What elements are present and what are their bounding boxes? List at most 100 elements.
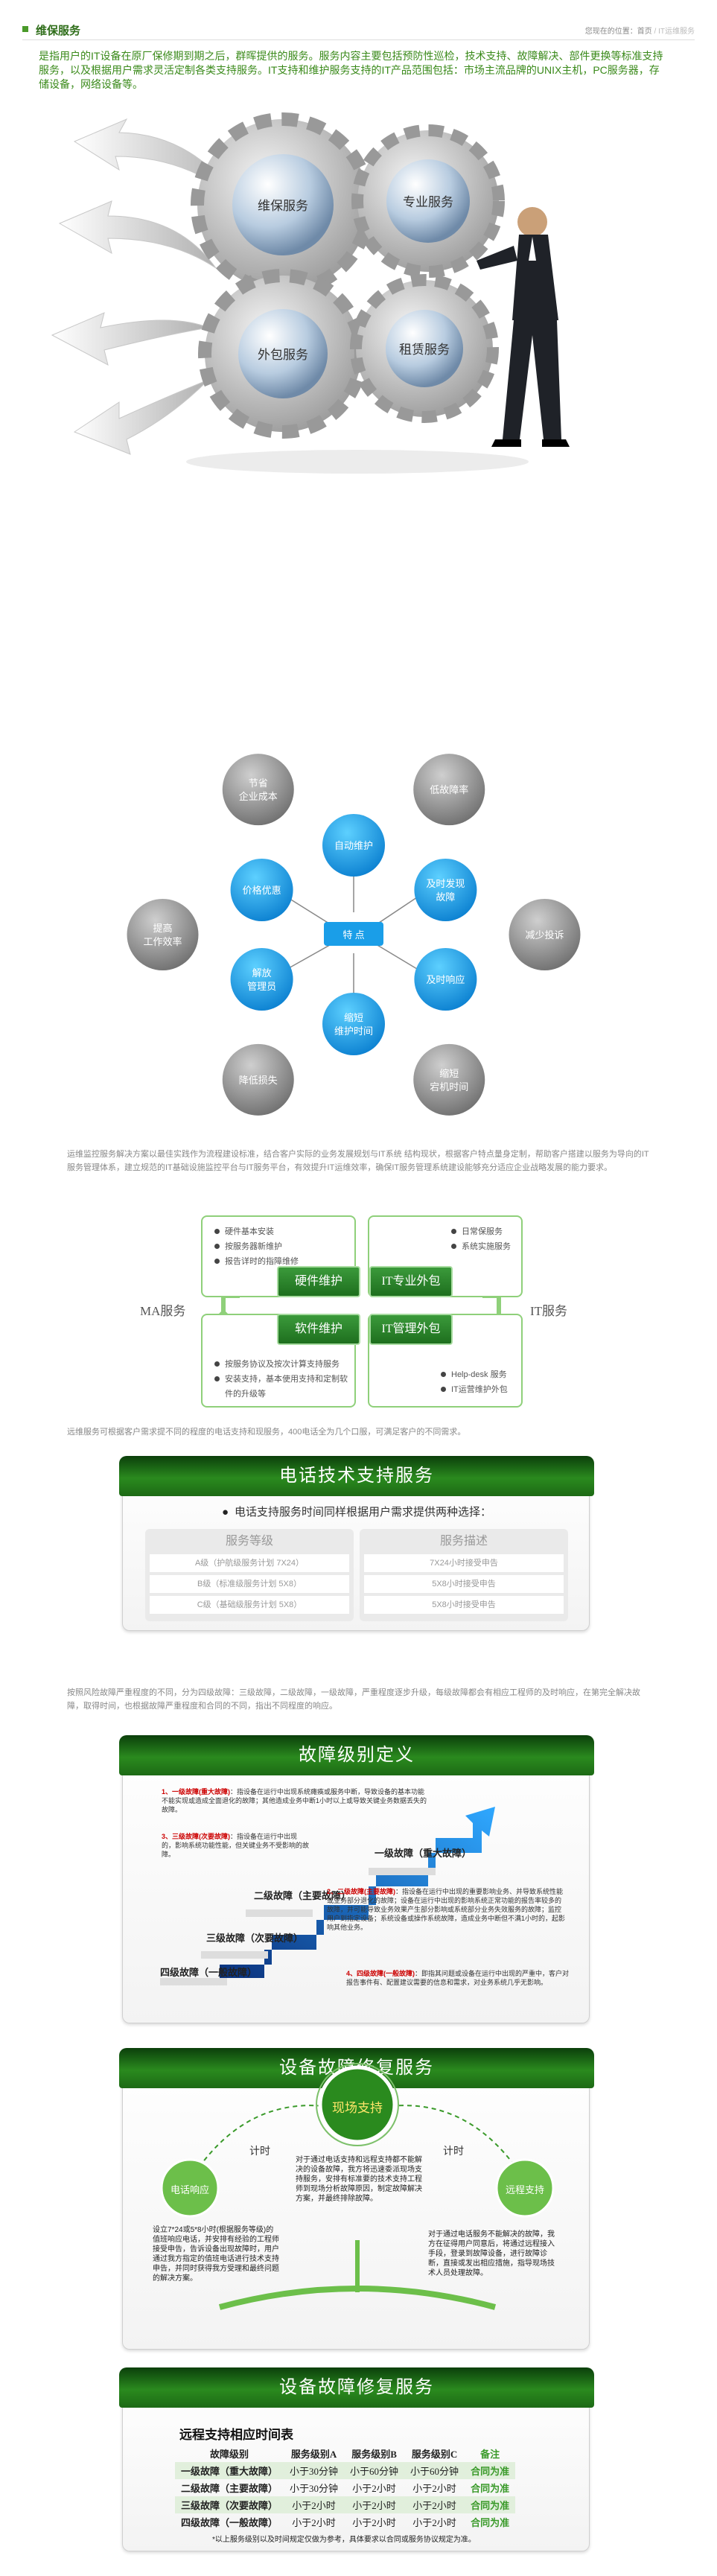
column-header: 故障级别 xyxy=(210,2449,249,2460)
feature-1-circle xyxy=(414,859,477,921)
list-item: 日常保服务 xyxy=(451,1224,511,1239)
repair-flow-graphic xyxy=(160,2063,555,2310)
table-cell: 小于2小时 xyxy=(404,2496,465,2513)
hardware-maintenance-button[interactable]: 硬件维护 xyxy=(277,1266,360,1297)
list-item: 系统实施服务 xyxy=(451,1239,511,1254)
column-header: 备注 xyxy=(480,2449,500,2460)
table-row: 三级故障（次要故障） 小于2小时 小于2小时 小于2小时 合同为准 xyxy=(175,2496,516,2513)
column-header: 服务描述 xyxy=(439,1535,488,1548)
feature-4-label: 解放管理员 xyxy=(247,967,276,992)
benefit-2-circle xyxy=(413,1043,485,1116)
fault-note-2: 2、二级故障(主要故障)：指设备在运行中出现的重要影响业务、并导致系统性能或业务… xyxy=(327,1887,565,1932)
benefit-1-label: 减少投诉 xyxy=(525,929,564,941)
benefit-2-label: 缩短宕机时间 xyxy=(430,1068,468,1093)
table-cell: 四级故障（一般故障） xyxy=(181,2517,278,2528)
table-header-row: 故障级别 服务级别A 服务级别B 服务级别C 备注 xyxy=(175,2445,515,2462)
timer-label-right: 计时 xyxy=(443,2145,464,2157)
feature-3-label: 缩短维护时间 xyxy=(334,1012,373,1037)
fault-level-4: 四级故障（一般故障） xyxy=(160,1967,258,1978)
businessman-figure xyxy=(477,207,570,447)
it-service-label: IT服务 xyxy=(530,1304,568,1318)
ma-service-label: MA服务 xyxy=(140,1304,186,1318)
fault-note-2-head: 2、二级故障(主要故障) xyxy=(327,1888,396,1895)
fault-note-3: 3、三级故障(次要故障)：指设备在运行中出现的，影响系统功能性能，但关键业务不受… xyxy=(162,1832,310,1859)
breadcrumb[interactable]: 您现在的位置：首页 / IT运维服务 xyxy=(585,25,695,36)
benefit-0-label: 低故障率 xyxy=(430,784,468,795)
list-item: Help-desk 服务 xyxy=(441,1367,508,1382)
feature-2-circle xyxy=(414,948,477,1011)
table-cell: B级（标准级服务计划 5X8） xyxy=(150,1575,349,1593)
it-management-outsourcing-button[interactable]: IT管理外包 xyxy=(369,1314,453,1345)
repair-service-panel: 设备故障修复服务 现场支持 电话响应 远程支持 计时 计时 对于通过电话支持和远… xyxy=(119,2048,594,2350)
feature-5-label: 价格优惠 xyxy=(243,885,281,896)
table-cell: 小于2小时 xyxy=(344,2496,405,2513)
phone-support-title: 电话技术支持服务 xyxy=(119,1456,594,1496)
remote-support-node[interactable]: 远程支持 xyxy=(505,2184,544,2195)
table-cell: 小于30分钟 xyxy=(290,2483,339,2494)
onsite-support-node[interactable]: 现场支持 xyxy=(332,2101,383,2115)
benefit-3-label: 降低损失 xyxy=(239,1075,278,1086)
remote-response-panel: 设备故障修复服务 远程支持相应时间表 故障级别 服务级别A 服务级别B 服务级别… xyxy=(119,2367,594,2551)
list-item: 报告详时的指障维修 xyxy=(214,1254,299,1269)
fault-intro-paragraph: 按照风险故障严重程度的不同，分为四级故障：三级故障，二级故障，一级故障，严重程度… xyxy=(67,1688,640,1711)
gear-label-leasing: 租赁服务 xyxy=(399,343,450,357)
breadcrumb-home[interactable]: 您现在的位置：首页 xyxy=(584,28,652,36)
fault-note-3-head: 3、三级故障(次要故障) xyxy=(162,1833,231,1840)
phone-description: 设立7*24或5*8小时(根据服务等级)的值班响应电话，并安排有经验的工程师接受… xyxy=(153,2226,279,2283)
table-cell: 合同为准 xyxy=(471,2517,510,2528)
table-cell: 5X8小时接受申告 xyxy=(364,1575,564,1593)
page-header: 维保服务 您现在的位置：首页 / IT运维服务 xyxy=(22,22,695,40)
table-cell: C级（基础级服务计划 5X8） xyxy=(150,1596,349,1614)
benefit-4-circle xyxy=(127,899,199,970)
column-header: 服务级别C xyxy=(411,2449,458,2460)
center-badge xyxy=(324,922,383,946)
feature-0-circle xyxy=(322,814,385,877)
phone-response-node[interactable]: 电话响应 xyxy=(170,2184,209,2195)
table-cell: 7X24小时接受申告 xyxy=(364,1554,564,1572)
onsite-description: 对于通过电话支持和远程支持都不能解决的设备故障，我方将迅速委派现场支持服务，安排… xyxy=(296,2156,422,2203)
table-cell: 三级故障（次要故障） xyxy=(175,2496,284,2513)
gear-maintenance: 维保服务 xyxy=(191,112,375,297)
fault-level-1: 一级故障（重大故障） xyxy=(375,1848,472,1859)
feature-5-circle xyxy=(230,859,293,921)
monitoring-paragraph: 运维监控服务解决方案以最佳实践作为流程建设标准，结合客户实际的业务发展规划与IT… xyxy=(67,1150,649,1172)
breadcrumb-current: / IT运维服务 xyxy=(651,28,695,36)
column-header: 服务等级 xyxy=(225,1535,273,1548)
list-item: 按服务器新维护 xyxy=(214,1239,299,1254)
feature-2-label: 及时响应 xyxy=(426,974,465,985)
table-cell: 小于2小时 xyxy=(412,2517,456,2528)
remote-table-title: 远程支持相应时间表 xyxy=(179,2428,293,2442)
table-cell: 合同为准 xyxy=(465,2462,516,2479)
gear-label-maintenance: 维保服务 xyxy=(258,199,308,213)
list-item: IT运营维护外包 xyxy=(441,1382,508,1397)
gear-leasing: 租赁服务 xyxy=(350,274,499,423)
phone-intro-paragraph: 远维服务可根据客户需求提不同的程度的电话支持和现服务，400电话全为几个口服，可… xyxy=(67,1428,466,1437)
it-professional-outsourcing-button[interactable]: IT专业外包 xyxy=(369,1266,453,1297)
benefit-3-circle xyxy=(222,1043,294,1116)
table-cell: 一级故障（重大故障） xyxy=(175,2462,284,2479)
benefit-1-circle xyxy=(509,899,581,970)
table-cell: 小于60分钟 xyxy=(344,2462,405,2479)
table-cell: 5X8小时接受申告 xyxy=(364,1596,564,1614)
list-item: 安装支持，基本使用支持和定制软件的升级等 xyxy=(214,1372,353,1402)
table-cell: 小于2小时 xyxy=(352,2517,396,2528)
table-row: 二级故障（主要故障） 小于30分钟 小于2小时 小于2小时 合同为准 xyxy=(175,2479,515,2496)
intro-text: 是指用户的IT设备在原厂保修期到期之后，群晖提供的服务。服务内容主要包括预防性巡… xyxy=(39,50,663,90)
table-cell: 小于2小时 xyxy=(352,2483,396,2494)
feature-1-label: 及时发现故障 xyxy=(426,878,465,903)
benefit-5-circle xyxy=(222,754,294,826)
benefit-5-label: 节省企业成本 xyxy=(239,777,278,802)
it-pro-list: 日常保服务 系统实施服务 xyxy=(451,1224,511,1254)
fault-note-4: 4、四级故障(一般故障)：即指其问题或设备在运行中出现的严重中，客户对报告事件有… xyxy=(346,1969,570,1987)
table-cell: 合同为准 xyxy=(465,2496,516,2513)
table-cell: 小于60分钟 xyxy=(404,2462,465,2479)
fault-staircase-graphic xyxy=(160,1807,495,1987)
table-cell: 二级故障（主要故障） xyxy=(181,2483,278,2494)
service-level-column: 服务等级 A级（护航级服务计划 7X24） B级（标准级服务计划 5X8） C级… xyxy=(145,1529,354,1621)
software-maintenance-button[interactable]: 软件维护 xyxy=(277,1314,360,1345)
fault-note-3-text: ：指设备在运行中出现的，影响系统功能性能，但关键业务不受影响的故障。 xyxy=(162,1833,310,1858)
phone-support-subtitle: 电话支持服务时间同样根据用户需求提供两种选择： xyxy=(123,1504,590,1519)
fault-level-panel: 故障级别定义 一级故障（重大故障） 二级故障（主要故障） 三级故障（次要故障） … xyxy=(119,1735,594,2023)
remote-footnote: *以上服务级别以及时间规定仅做为参考，具体要求以合同或服务协议规定为准。 xyxy=(212,2536,476,2544)
